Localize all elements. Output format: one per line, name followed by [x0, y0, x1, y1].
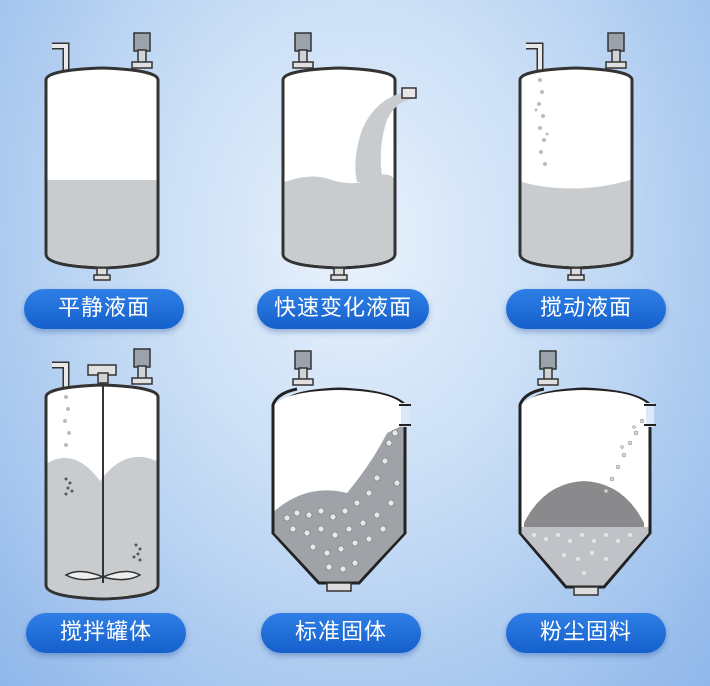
- calm-liquid-label: 平静液面: [24, 289, 184, 329]
- standard-solid-label: 标准固体: [261, 613, 421, 653]
- powder-solid-silo-illustration: [518, 350, 656, 596]
- fast-liquid-card: 快速变化液面: [237, 0, 474, 343]
- stirred-liquid-tank-illustration: [518, 32, 634, 281]
- mixer-tank-card: 搅拌罐体: [0, 343, 237, 686]
- standard-solid-silo-illustration: [271, 350, 411, 592]
- powder-solid-card: 粉尘固料: [474, 343, 710, 686]
- stirred-liquid-label: 搅动液面: [506, 289, 666, 329]
- fast-liquid-tank-illustration: [281, 32, 417, 281]
- standard-solid-card: 标准固体: [237, 343, 474, 686]
- fast-liquid-label: 快速变化液面: [257, 289, 429, 329]
- mixer-tank-illustration: [44, 348, 160, 601]
- calm-liquid-tank-illustration: [44, 32, 160, 281]
- mixer-tank-label: 搅拌罐体: [26, 613, 186, 653]
- stirred-liquid-card: 搅动液面: [474, 0, 710, 343]
- calm-liquid-card: 平静液面: [0, 0, 237, 343]
- powder-solid-label: 粉尘固料: [506, 613, 666, 653]
